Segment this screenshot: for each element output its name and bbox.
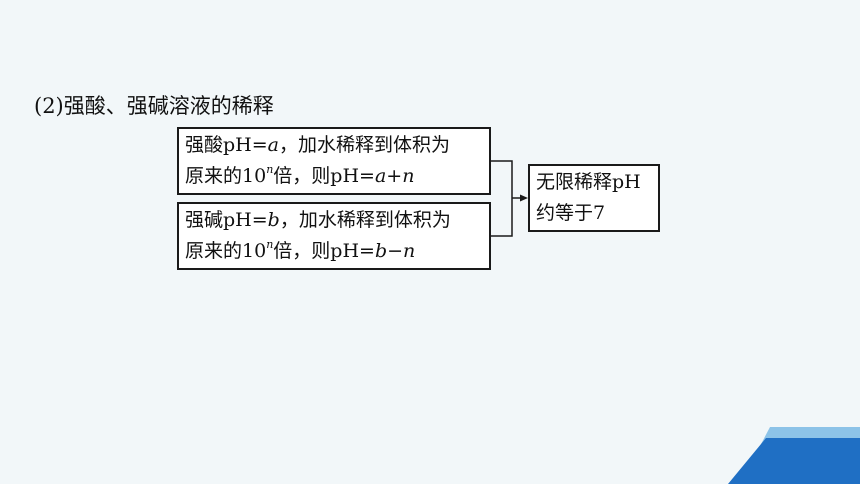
strong-acid-line-2: 原来的10n倍，则pH=a+n <box>185 163 415 187</box>
strong-acid-line-1: 强酸pH=a，加水稀释到体积为 <box>185 134 450 156</box>
dark-blue-band <box>728 438 860 484</box>
strong-base-box: 强碱pH=b，加水稀释到体积为 原来的10n倍，则pH=b−n <box>177 202 491 270</box>
result-box: 无限稀释pH 约等于7 <box>528 164 660 232</box>
strong-base-line-2: 原来的10n倍，则pH=b−n <box>185 238 416 262</box>
result-line-1: 无限稀释pH <box>536 171 641 193</box>
result-line-2: 约等于7 <box>536 202 606 224</box>
strong-base-line-1: 强碱pH=b，加水稀释到体积为 <box>185 209 451 231</box>
section-heading: (2)强酸、强碱溶液的稀释 <box>34 94 274 118</box>
arrow-head <box>520 194 528 202</box>
strong-acid-box: 强酸pH=a，加水稀释到体积为 原来的10n倍，则pH=a+n <box>177 127 491 195</box>
